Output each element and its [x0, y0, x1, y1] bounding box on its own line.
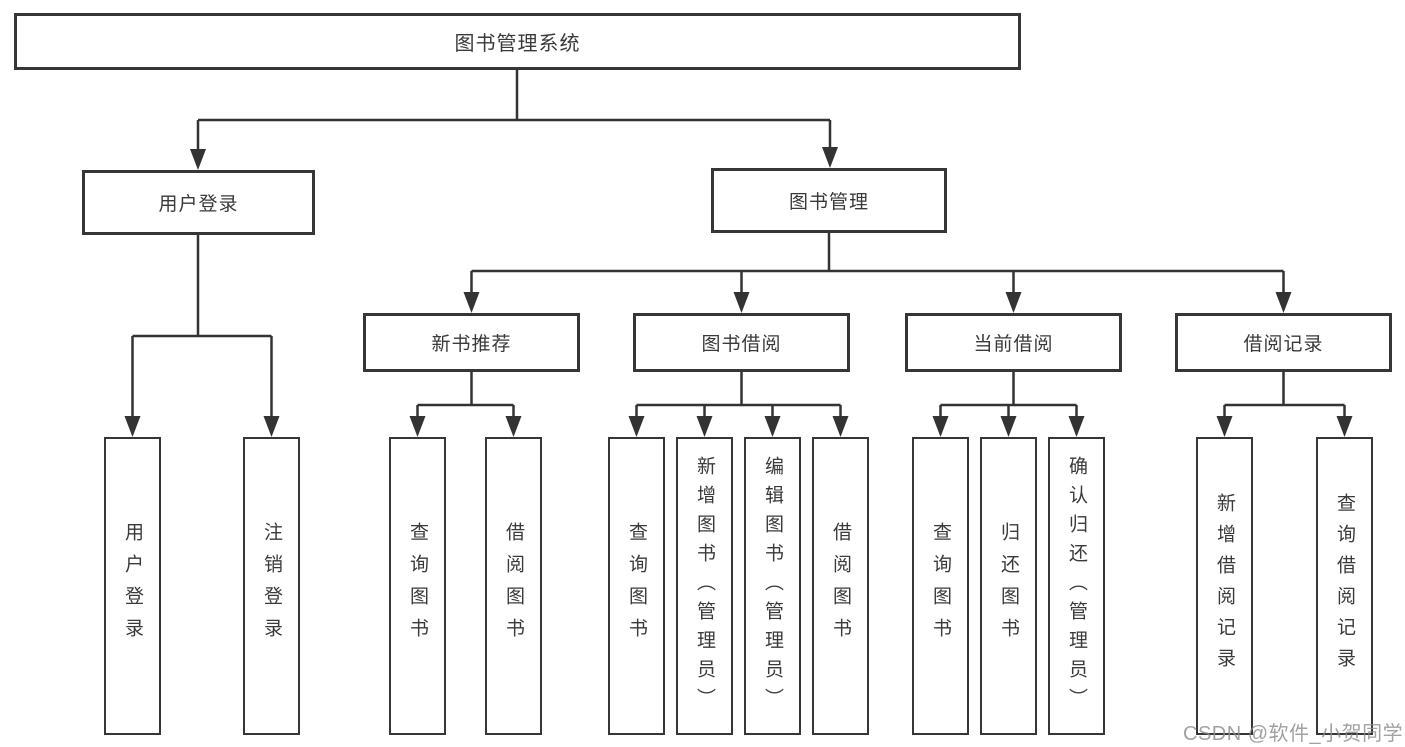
leaf-add-borrow-record-label: 新增借阅记录 [1214, 493, 1235, 679]
node-new-book-recommend-label: 新书推荐 [431, 334, 512, 355]
leaf-add-books-admin: 新增图书（管理员） [676, 437, 733, 735]
leaf-add-books-admin-label: 新增图书（管理员） [694, 455, 715, 717]
node-book-borrow-label: 图书借阅 [701, 334, 782, 355]
node-user-login-branch: 用户登录 [82, 170, 315, 235]
leaf-borrow-books-recommend: 借阅图书 [485, 437, 542, 735]
leaf-query-books-borrow: 查询图书 [608, 437, 665, 735]
leaf-confirm-return-admin-label: 确认归还（管理员） [1066, 455, 1087, 717]
leaf-query-books-recommend-label: 查询图书 [407, 522, 428, 650]
leaf-borrow-books-recommend-label: 借阅图书 [503, 522, 524, 650]
leaf-confirm-return-admin: 确认归还（管理员） [1048, 437, 1105, 735]
leaf-user-login-label: 用户登录 [122, 522, 143, 650]
node-borrow-records-label: 借阅记录 [1243, 334, 1324, 355]
node-book-borrow: 图书借阅 [633, 313, 850, 372]
connector-paths [131, 70, 1346, 423]
node-book-management-branch-label: 图书管理 [788, 192, 869, 213]
leaf-user-login: 用户登录 [104, 437, 161, 735]
leaf-borrow-books-label: 借阅图书 [830, 522, 851, 650]
node-system-root: 图书管理系统 [14, 13, 1021, 70]
leaf-query-books-current: 查询图书 [912, 437, 969, 735]
leaf-edit-books-admin-label: 编辑图书（管理员） [762, 455, 783, 717]
node-book-management-branch: 图书管理 [711, 168, 947, 233]
leaf-query-borrow-record-label: 查询借阅记录 [1334, 493, 1355, 679]
leaf-logout-label: 注销登录 [261, 522, 282, 650]
node-current-borrow: 当前借阅 [905, 313, 1122, 372]
leaf-query-books-borrow-label: 查询图书 [626, 522, 647, 650]
leaf-borrow-books: 借阅图书 [812, 437, 869, 735]
leaf-return-books-label: 归还图书 [998, 522, 1019, 650]
node-user-login-branch-label: 用户登录 [158, 194, 239, 215]
node-system-root-label: 图书管理系统 [454, 33, 581, 55]
leaf-edit-books-admin: 编辑图书（管理员） [744, 437, 801, 735]
leaf-add-borrow-record: 新增借阅记录 [1196, 437, 1253, 735]
leaf-query-books-current-label: 查询图书 [930, 522, 951, 650]
csdn-watermark: CSDN @软件_小贺同学 [1183, 723, 1404, 745]
arrowheads [124, 147, 1353, 437]
leaf-query-books-recommend: 查询图书 [389, 437, 446, 735]
node-new-book-recommend: 新书推荐 [363, 313, 580, 372]
leaf-return-books: 归还图书 [980, 437, 1037, 735]
leaf-query-borrow-record: 查询借阅记录 [1316, 437, 1373, 735]
node-borrow-records: 借阅记录 [1175, 313, 1392, 372]
node-current-borrow-label: 当前借阅 [973, 334, 1054, 355]
leaf-logout: 注销登录 [243, 437, 300, 735]
